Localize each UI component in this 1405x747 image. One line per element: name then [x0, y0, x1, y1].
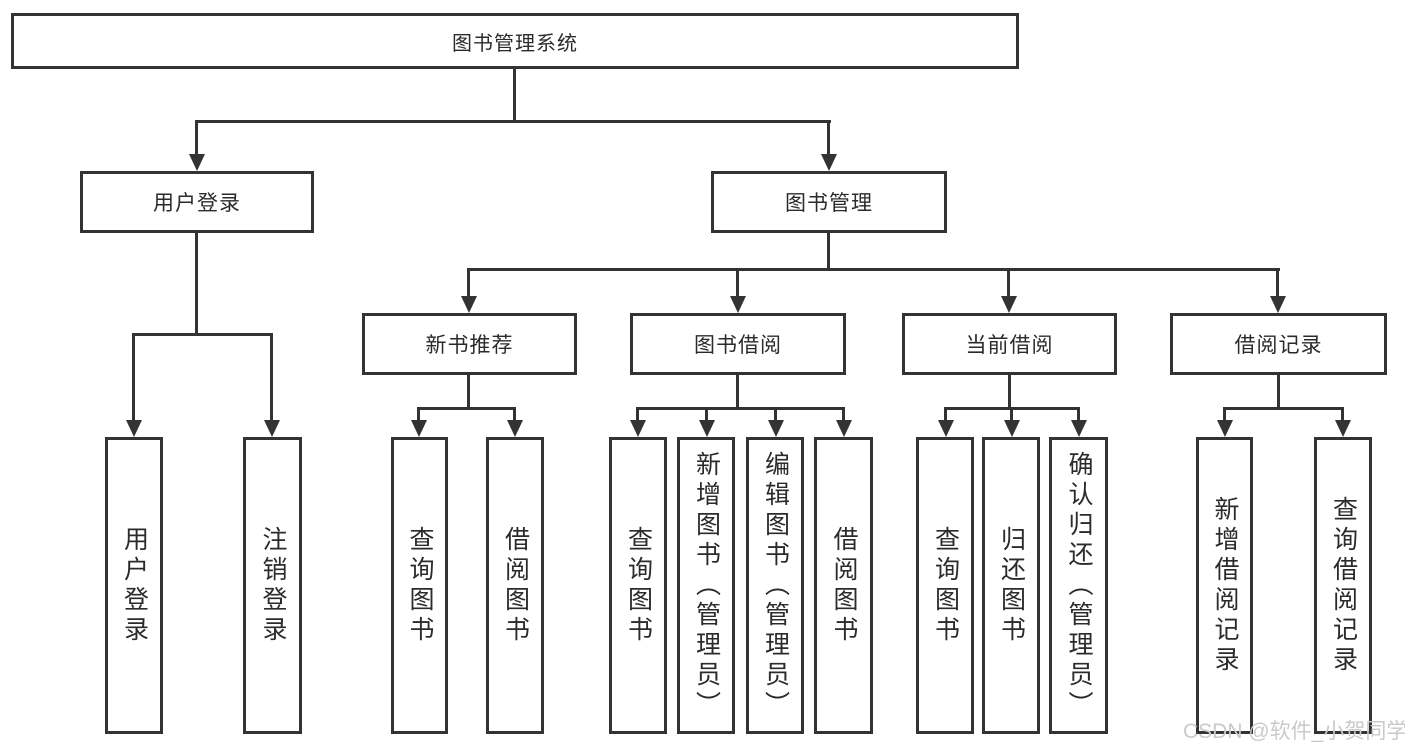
- csdn-watermark: CSDN @软件_小贺同学: [1183, 720, 1405, 743]
- connector-stem: [1077, 407, 1080, 422]
- leaf-label: 查询借阅记录: [1329, 495, 1358, 676]
- connector-stem: [736, 375, 739, 407]
- node-book-management: 图书管理: [711, 171, 947, 233]
- connector-stem: [827, 233, 830, 268]
- connector-stem: [842, 407, 845, 422]
- leaf-label: 归还图书: [997, 525, 1026, 646]
- leaf-current-confirm-return-admin: 确认归还（管理员）: [1049, 437, 1108, 734]
- connector-stem: [1276, 268, 1279, 298]
- connector-stem: [1223, 407, 1226, 422]
- connector-stem: [705, 407, 708, 422]
- connector-stem: [513, 407, 516, 422]
- arrow-down-icon: [1001, 296, 1017, 313]
- connector-root-stem: [513, 69, 516, 121]
- connector-stem: [195, 233, 198, 333]
- arrow-down-icon: [126, 420, 142, 437]
- node-label: 图书管理: [785, 192, 873, 215]
- connector-bar: [132, 333, 273, 336]
- arrow-down-icon: [699, 420, 715, 437]
- node-user-login: 用户登录: [80, 171, 314, 233]
- arrow-down-icon: [411, 420, 427, 437]
- leaf-label: 新增图书（管理员）: [692, 450, 721, 721]
- connector-stem: [467, 375, 470, 407]
- arrow-down-icon: [264, 420, 280, 437]
- connector-bar: [1223, 407, 1343, 410]
- leaf-logout: 注销登录: [243, 437, 302, 734]
- arrow-down-icon: [1335, 420, 1351, 437]
- leaf-current-return-books: 归还图书: [982, 437, 1040, 734]
- arrow-down-icon: [1270, 296, 1286, 313]
- leaf-label: 借阅图书: [830, 525, 858, 646]
- leaf-current-query-books: 查询图书: [916, 437, 974, 734]
- leaf-record-query-borrow-record: 查询借阅记录: [1314, 437, 1372, 734]
- leaf-label: 注销登录: [259, 525, 287, 646]
- leaf-label: 用户登录: [120, 525, 149, 646]
- connector-stem: [1007, 268, 1010, 298]
- node-label: 新书推荐: [425, 334, 514, 357]
- arrow-down-icon: [1004, 420, 1020, 437]
- leaf-label: 查询图书: [931, 525, 960, 646]
- arrow-down-icon: [938, 420, 954, 437]
- node-label: 图书借阅: [694, 334, 782, 357]
- connector-stem: [636, 407, 639, 422]
- leaf-label: 查询图书: [406, 525, 434, 646]
- node-new-book-recommend: 新书推荐: [362, 313, 577, 375]
- node-book-borrowing: 图书借阅: [630, 313, 846, 375]
- arrow-down-icon: [507, 420, 523, 437]
- leaf-borrow-query-books: 查询图书: [609, 437, 667, 734]
- leaf-borrow-add-books-admin: 新增图书（管理员）: [677, 437, 735, 734]
- connector-stem: [774, 407, 777, 422]
- leaf-borrow-borrow-books: 借阅图书: [814, 437, 873, 734]
- arrow-down-icon: [630, 420, 646, 437]
- node-label: 图书管理系统: [452, 32, 578, 55]
- connector-level2-bar: [195, 120, 831, 123]
- leaf-label: 借阅图书: [501, 525, 530, 646]
- node-label: 用户登录: [153, 192, 241, 215]
- leaf-label: 查询图书: [624, 525, 653, 646]
- leaf-newbook-borrow-books: 借阅图书: [486, 437, 544, 734]
- arrow-down-icon: [1217, 420, 1233, 437]
- leaf-label: 新增借阅记录: [1211, 495, 1239, 676]
- connector-bar: [636, 407, 845, 410]
- connector-stem: [1010, 407, 1013, 422]
- leaf-user-login: 用户登录: [105, 437, 163, 734]
- leaf-newbook-query-books: 查询图书: [391, 437, 448, 734]
- leaf-record-add-borrow-record: 新增借阅记录: [1196, 437, 1253, 734]
- arrow-down-icon: [768, 420, 784, 437]
- node-label: 借阅记录: [1234, 334, 1323, 357]
- connector-level3-bar: [467, 268, 1280, 271]
- node-library-system: 图书管理系统: [11, 13, 1019, 69]
- arrow-down-icon: [189, 154, 205, 171]
- connector-stem: [270, 333, 273, 422]
- node-label: 当前借阅: [965, 334, 1054, 357]
- connector-stem: [467, 268, 470, 298]
- leaf-borrow-edit-books-admin: 编辑图书（管理员）: [746, 437, 804, 734]
- connector-stem: [736, 268, 739, 298]
- connector-stem: [944, 407, 947, 422]
- node-borrowing-records: 借阅记录: [1170, 313, 1387, 375]
- connector-bar: [417, 407, 516, 410]
- arrow-down-icon: [836, 420, 852, 437]
- arrow-down-icon: [1071, 420, 1087, 437]
- connector-stem: [1008, 375, 1011, 407]
- connector-stem: [1341, 407, 1344, 422]
- arrow-down-icon: [821, 154, 837, 171]
- connector-stem: [417, 407, 420, 422]
- node-current-borrowing: 当前借阅: [902, 313, 1117, 375]
- connector-stem: [1277, 375, 1280, 407]
- connector-stem: [195, 120, 198, 156]
- connector-stem: [132, 333, 135, 422]
- arrow-down-icon: [461, 296, 477, 313]
- arrow-down-icon: [730, 296, 746, 313]
- connector-stem: [827, 120, 830, 156]
- leaf-label: 确认归还（管理员）: [1065, 450, 1093, 721]
- leaf-label: 编辑图书（管理员）: [761, 450, 790, 721]
